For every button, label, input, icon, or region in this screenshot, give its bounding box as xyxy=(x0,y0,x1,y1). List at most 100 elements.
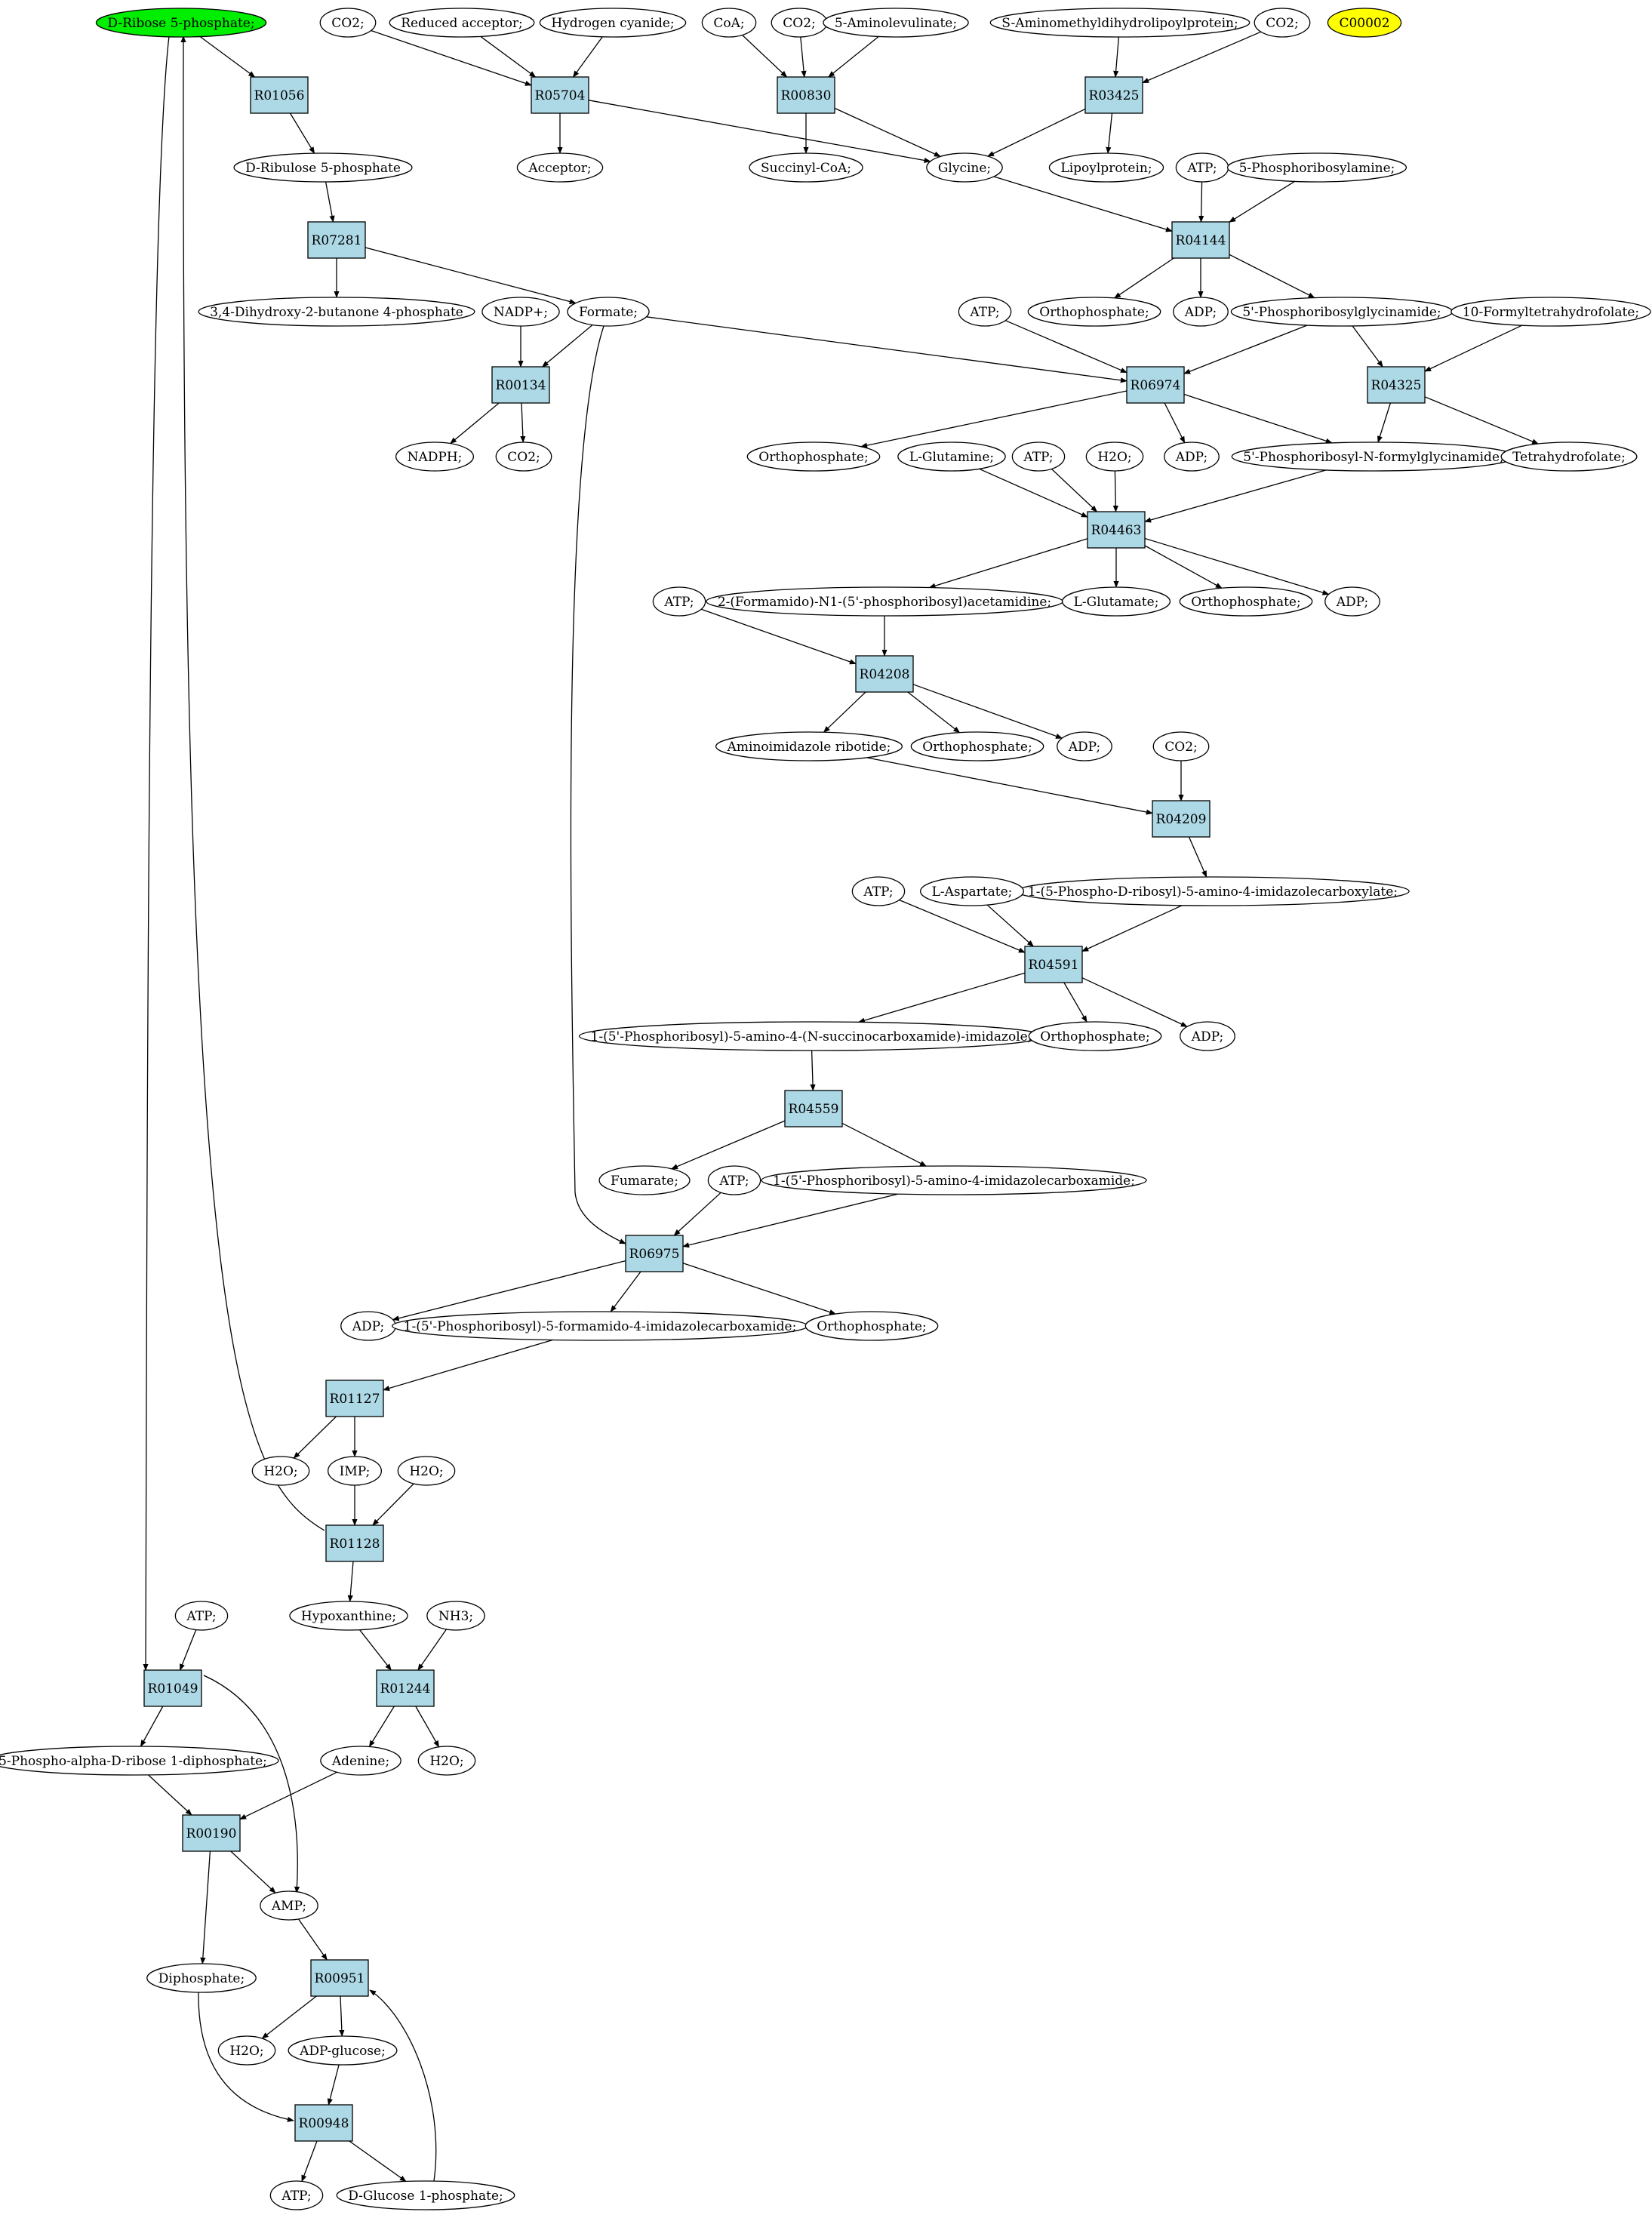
compound-node-co2_r04209[interactable]: CO2; xyxy=(1152,731,1210,761)
compound-node-acceptor[interactable]: Acceptor; xyxy=(516,152,604,183)
compound-node-pi_r06974[interactable]: Orthophosphate; xyxy=(746,441,881,472)
reaction-node-r00951[interactable]: R00951 xyxy=(310,1959,369,1997)
compound-node-pi_r04591[interactable]: Orthophosphate; xyxy=(1028,1021,1162,1051)
compound-node-pi_r06975[interactable]: Orthophosphate; xyxy=(804,1311,939,1341)
edge-r04559-to-aicar xyxy=(841,1122,928,1167)
compound-node-nadph[interactable]: NADPH; xyxy=(395,441,475,472)
reaction-node-r04559[interactable]: R04559 xyxy=(784,1090,843,1127)
compound-node-adp_r04591[interactable]: ADP; xyxy=(1180,1021,1235,1051)
compound-node-hcn[interactable]: Hydrogen cyanide; xyxy=(539,8,687,38)
compound-node-g1p[interactable]: D-Glucose 1-phosphate; xyxy=(336,2180,515,2210)
compound-node-atp_r04591[interactable]: ATP; xyxy=(851,876,906,906)
compound-node-pi_r04208[interactable]: Orthophosphate; xyxy=(910,731,1044,761)
reaction-node-r01244[interactable]: R01244 xyxy=(376,1669,435,1707)
compound-node-glycine[interactable]: Glycine; xyxy=(926,152,1003,183)
reaction-node-r01128[interactable]: R01128 xyxy=(325,1524,384,1562)
compound-node-co2_r00134[interactable]: CO2; xyxy=(495,441,552,472)
compound-node-pi_r04144[interactable]: Orthophosphate; xyxy=(1027,297,1161,327)
compound-node-fumarate[interactable]: Fumarate; xyxy=(598,1165,691,1195)
compound-node-h2o_r01127[interactable]: H2O; xyxy=(251,1456,310,1486)
compound-node-h2o_r01128[interactable]: H2O; xyxy=(397,1456,456,1486)
compound-ellipse xyxy=(1061,586,1171,617)
reaction-node-r01049[interactable]: R01049 xyxy=(143,1669,202,1707)
compound-node-ala5[interactable]: 5-Aminolevulinate; xyxy=(823,8,969,38)
node-label: R04463 xyxy=(1091,523,1142,538)
compound-node-succoa[interactable]: Succinyl-CoA; xyxy=(749,152,863,183)
compound-node-atp_r01049[interactable]: ATP; xyxy=(174,1601,229,1631)
compound-node-pi_r04463[interactable]: Orthophosphate; xyxy=(1179,586,1313,617)
compound-node-air[interactable]: Aminoimidazole ribotide; xyxy=(715,731,903,761)
compound-node-adp_r06974[interactable]: ADP; xyxy=(1164,441,1220,472)
compound-node-atp_r06974[interactable]: ATP; xyxy=(958,297,1012,327)
reaction-node-r04591[interactable]: R04591 xyxy=(1024,946,1083,983)
compound-node-ribulose5p[interactable]: D-Ribulose 5-phosphate xyxy=(233,152,413,183)
reaction-node-r06974[interactable]: R06974 xyxy=(1126,366,1185,404)
compound-node-diphosphate[interactable]: Diphosphate; xyxy=(146,1963,257,1993)
node-label: ADP; xyxy=(1184,305,1217,320)
compound-node-lglu[interactable]: L-Glutamate; xyxy=(1061,586,1171,617)
compound-node-hypoxanthine[interactable]: Hypoxanthine; xyxy=(289,1601,408,1631)
compound-node-h2o_r04463[interactable]: H2O; xyxy=(1085,441,1144,472)
compound-node-adp_r04463[interactable]: ADP; xyxy=(1324,586,1380,617)
reaction-node-r04208[interactable]: R04208 xyxy=(855,655,914,693)
compound-node-nadpp[interactable]: NADP+; xyxy=(481,297,560,327)
compound-node-fthf[interactable]: 10-Formyltetrahydrofolate; xyxy=(1450,297,1651,327)
reaction-node-r03425[interactable]: R03425 xyxy=(1084,76,1143,114)
compound-node-samdlp[interactable]: S-Aminomethyldihydrolipoylprotein; xyxy=(989,8,1251,38)
compound-node-c00002[interactable]: C00002 xyxy=(1327,8,1402,38)
reaction-node-r00190[interactable]: R00190 xyxy=(182,1814,241,1852)
compound-node-gar[interactable]: 5'-Phosphoribosylglycinamide; xyxy=(1230,297,1454,327)
reaction-node-r00134[interactable]: R00134 xyxy=(491,366,550,404)
compound-node-prpp_amine[interactable]: 5-Phosphoribosylamine; xyxy=(1226,152,1407,183)
compound-node-imp[interactable]: IMP; xyxy=(328,1456,382,1486)
reaction-node-r04144[interactable]: R04144 xyxy=(1171,221,1230,259)
compound-node-red_acceptor[interactable]: Reduced acceptor; xyxy=(389,8,535,38)
compound-node-amp[interactable]: AMP; xyxy=(260,1890,318,1921)
compound-node-fgar[interactable]: 5'-Phosphoribosyl-N-formylglycinamide; xyxy=(1231,441,1516,472)
compound-ellipse xyxy=(851,876,906,906)
compound-node-nh3[interactable]: NH3; xyxy=(426,1601,485,1631)
compound-node-cair[interactable]: 1-(5-Phospho-D-ribosyl)-5-amino-4-imidaz… xyxy=(1016,876,1410,906)
compound-node-co2_a[interactable]: CO2; xyxy=(319,8,377,38)
reaction-node-r07281[interactable]: R07281 xyxy=(307,221,366,259)
compound-node-atp_r04144[interactable]: ATP; xyxy=(1175,152,1229,183)
compound-node-adp_r04144[interactable]: ADP; xyxy=(1173,297,1229,327)
compound-node-aicar[interactable]: 1-(5'-Phosphoribosyl)-5-amino-4-imidazol… xyxy=(761,1165,1147,1195)
reaction-node-r00948[interactable]: R00948 xyxy=(294,2104,353,2142)
compound-node-atp_r04208[interactable]: ATP; xyxy=(652,586,706,617)
compound-node-adp_r06975[interactable]: ADP; xyxy=(340,1311,396,1341)
reaction-node-r04325[interactable]: R04325 xyxy=(1367,366,1426,404)
compound-node-lasp[interactable]: L-Aspartate; xyxy=(919,876,1025,906)
compound-node-formate[interactable]: Formate; xyxy=(567,297,650,327)
compound-node-adpglucose[interactable]: ADP-glucose; xyxy=(288,2035,398,2066)
compound-node-h2o_r01244[interactable]: H2O; xyxy=(417,1746,476,1776)
compound-node-saicar[interactable]: 1-(5'-Phosphoribosyl)-5-amino-4-(N-succi… xyxy=(578,1021,1044,1051)
reaction-node-r00830[interactable]: R00830 xyxy=(777,76,835,114)
compound-node-prpp[interactable]: 5-Phospho-alpha-D-ribose 1-diphosphate; xyxy=(0,1746,279,1776)
compound-node-co2_b[interactable]: CO2; xyxy=(771,8,828,38)
compound-node-co2_c[interactable]: CO2; xyxy=(1254,8,1311,38)
reaction-node-r01056[interactable]: R01056 xyxy=(250,76,309,114)
compound-node-atp_r06975[interactable]: ATP; xyxy=(707,1165,761,1195)
edge-formate-to-r06974 xyxy=(646,316,1127,383)
node-label: ATP; xyxy=(663,595,694,610)
compound-node-faicar[interactable]: 1-(5'-Phosphoribosyl)-5-formamido-4-imid… xyxy=(392,1311,808,1341)
node-label: Aminoimidazole ribotide; xyxy=(727,740,891,755)
compound-node-thf[interactable]: Tetrahydrofolate; xyxy=(1500,441,1638,472)
compound-node-atp_r00948[interactable]: ATP; xyxy=(269,2180,324,2210)
compound-node-adp_r04208[interactable]: ADP; xyxy=(1057,731,1112,761)
compound-node-adenine[interactable]: Adenine; xyxy=(320,1746,401,1776)
compound-node-lipoyl[interactable]: Lipoylprotein; xyxy=(1048,152,1164,183)
reaction-node-r06975[interactable]: R06975 xyxy=(625,1235,684,1272)
compound-node-fgam[interactable]: 2-(Formamido)-N1-(5'-phosphoribosyl)acet… xyxy=(706,586,1063,617)
compound-node-ribose5p[interactable]: D-Ribose 5-phosphate; xyxy=(95,8,267,38)
compound-node-h2o_r00951[interactable]: H2O; xyxy=(217,2035,276,2066)
reaction-node-r01127[interactable]: R01127 xyxy=(325,1380,384,1417)
reaction-node-r05704[interactable]: R05704 xyxy=(531,76,589,114)
reaction-node-r04463[interactable]: R04463 xyxy=(1087,511,1146,549)
compound-node-lgln[interactable]: L-Glutamine; xyxy=(897,441,1006,472)
compound-node-atp_r04463[interactable]: ATP; xyxy=(1011,441,1066,472)
compound-node-dhbp[interactable]: 3,4-Dihydroxy-2-butanone 4-phosphate xyxy=(198,297,475,327)
compound-node-coa[interactable]: CoA; xyxy=(701,8,757,38)
reaction-node-r04209[interactable]: R04209 xyxy=(1152,800,1211,838)
